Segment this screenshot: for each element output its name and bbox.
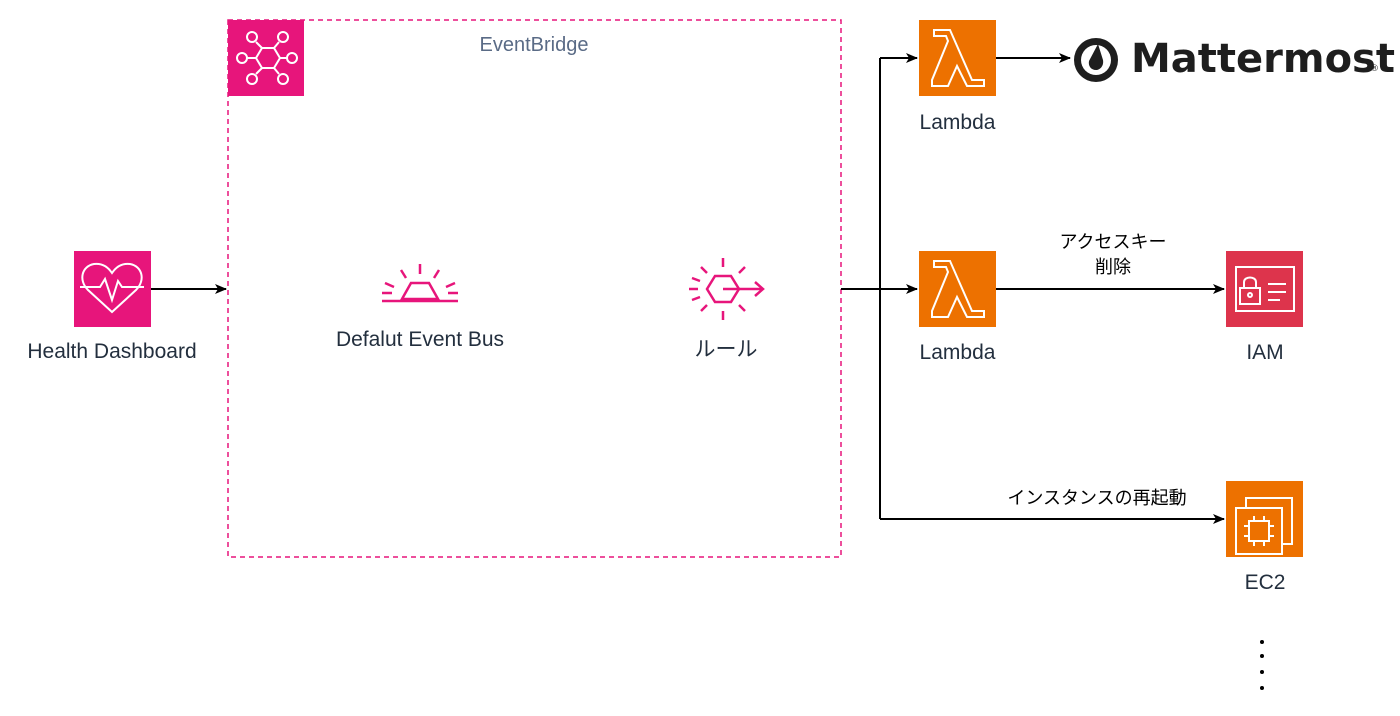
- edge-label-instance-restart: インスタンスの再起動: [988, 486, 1206, 511]
- mattermost-node[interactable]: [1074, 38, 1118, 82]
- vertical-ellipsis-icon: [1254, 632, 1274, 696]
- ec2-label: EC2: [1244, 571, 1286, 594]
- eventbridge-group-title: EventBridge: [479, 34, 589, 56]
- health-dashboard-node[interactable]: [74, 251, 151, 327]
- event-bus-icon: [382, 264, 458, 303]
- registered-mark: ®: [1370, 64, 1379, 74]
- event-bus-node[interactable]: [382, 264, 458, 303]
- edge-label-access-key-delete-1: アクセスキー: [1045, 230, 1181, 255]
- health-dashboard-label: Health Dashboard: [27, 340, 197, 363]
- lambda-1-label: Lambda: [919, 111, 996, 134]
- mattermost-wordmark: Mattermost: [1131, 36, 1395, 82]
- lambda-node-1[interactable]: [919, 20, 996, 96]
- edges: [151, 53, 1225, 524]
- eventbridge-glyph: [236, 31, 298, 85]
- event-bus-label: Defalut Event Bus: [335, 328, 505, 351]
- rule-node[interactable]: [689, 258, 765, 320]
- lambda-2-label: Lambda: [919, 341, 996, 364]
- lambda-node-2[interactable]: [919, 251, 996, 327]
- mattermost-logo-icon: [1074, 38, 1118, 82]
- iam-label: IAM: [1246, 341, 1284, 364]
- event-rule-icon: [689, 258, 765, 320]
- ec2-node[interactable]: [1226, 481, 1303, 557]
- eventbridge-group: [227, 19, 842, 558]
- iam-node[interactable]: [1226, 251, 1303, 327]
- health-dashboard-icon: [74, 251, 151, 327]
- eventbridge-icon: [228, 20, 304, 96]
- edge-label-access-key-delete-2: 削除: [1080, 255, 1146, 280]
- iam-icon: [1226, 251, 1303, 327]
- rule-label: ルール: [694, 337, 758, 361]
